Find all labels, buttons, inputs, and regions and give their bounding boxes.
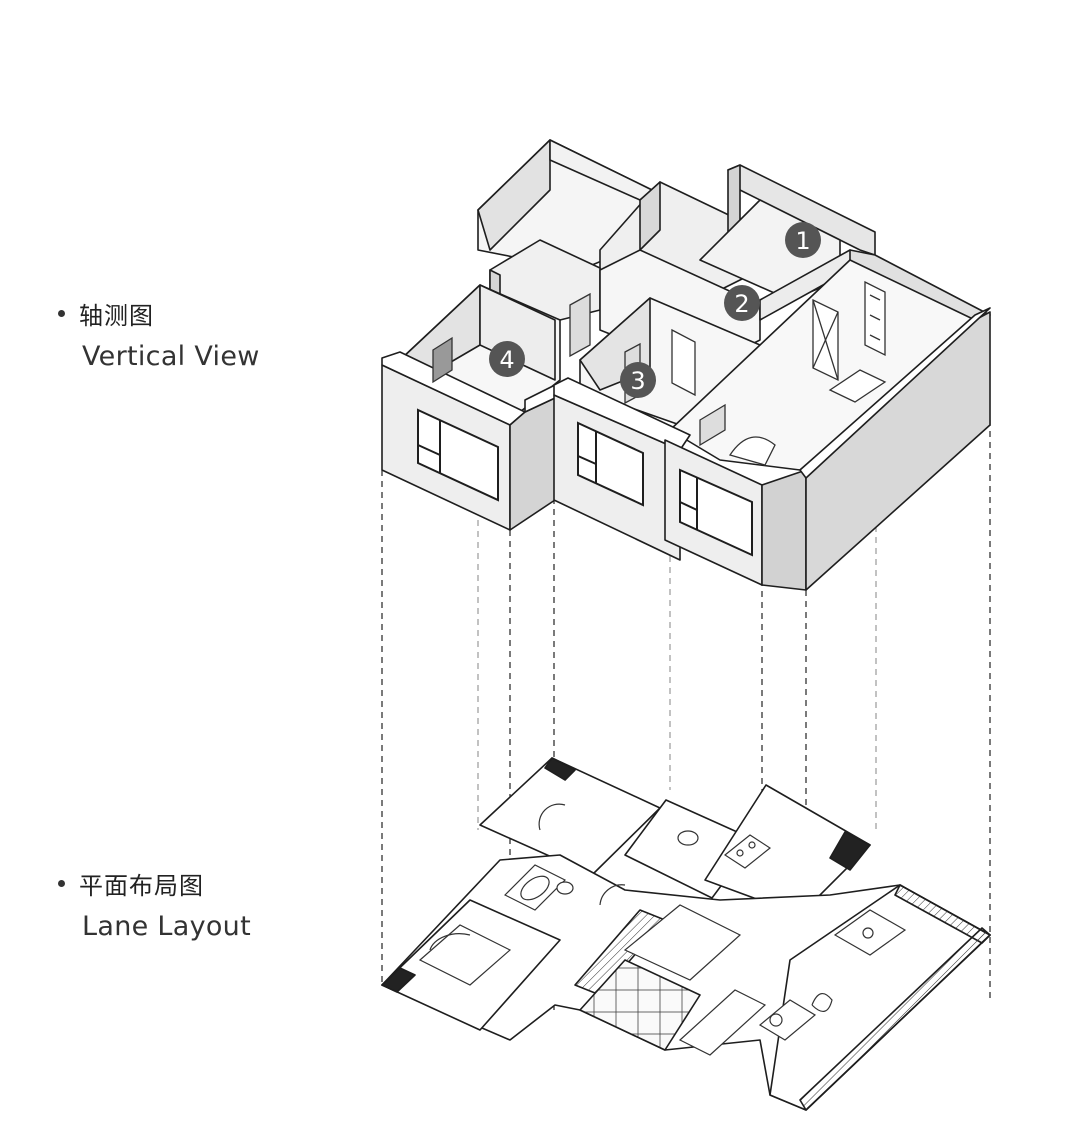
marker-3-label: 3 — [630, 367, 645, 395]
marker-2-label: 2 — [734, 290, 749, 318]
coffee-table — [758, 999, 817, 1041]
interior-details — [432, 280, 887, 466]
legend-zh-label: 轴测图 — [79, 302, 154, 330]
floor-plan — [381, 757, 991, 1111]
plan-furniture — [418, 803, 907, 1056]
legend-zh-label: 平面布局图 — [79, 872, 204, 900]
bullet-dot — [58, 880, 65, 887]
plan-tiled-floor — [579, 959, 701, 1051]
marker-1: 1 — [785, 222, 821, 258]
marker-4-label: 4 — [499, 346, 514, 374]
marker-4: 4 — [489, 341, 525, 377]
legend-en-label: Lane Layout — [82, 911, 251, 942]
stove — [723, 834, 772, 869]
marker-1-label: 1 — [795, 227, 810, 255]
bullet-dot — [58, 310, 65, 317]
marker-2: 2 — [724, 285, 760, 321]
bed-middle — [623, 904, 742, 981]
legend-vertical-view: 轴测图 Vertical View — [58, 296, 260, 372]
legend-lane-layout: 平面布局图 Lane Layout — [58, 866, 251, 942]
living-step-wall — [761, 469, 807, 591]
markers: 1 2 3 4 — [489, 222, 821, 398]
sofa — [678, 989, 767, 1056]
room-3-window — [577, 421, 644, 507]
marker-3: 3 — [620, 362, 656, 398]
legend-en-label: Vertical View — [82, 341, 260, 372]
projection-lines-light — [477, 515, 877, 830]
windows — [417, 408, 753, 557]
bed-left — [418, 924, 512, 986]
back-left-room-wall — [477, 139, 551, 251]
